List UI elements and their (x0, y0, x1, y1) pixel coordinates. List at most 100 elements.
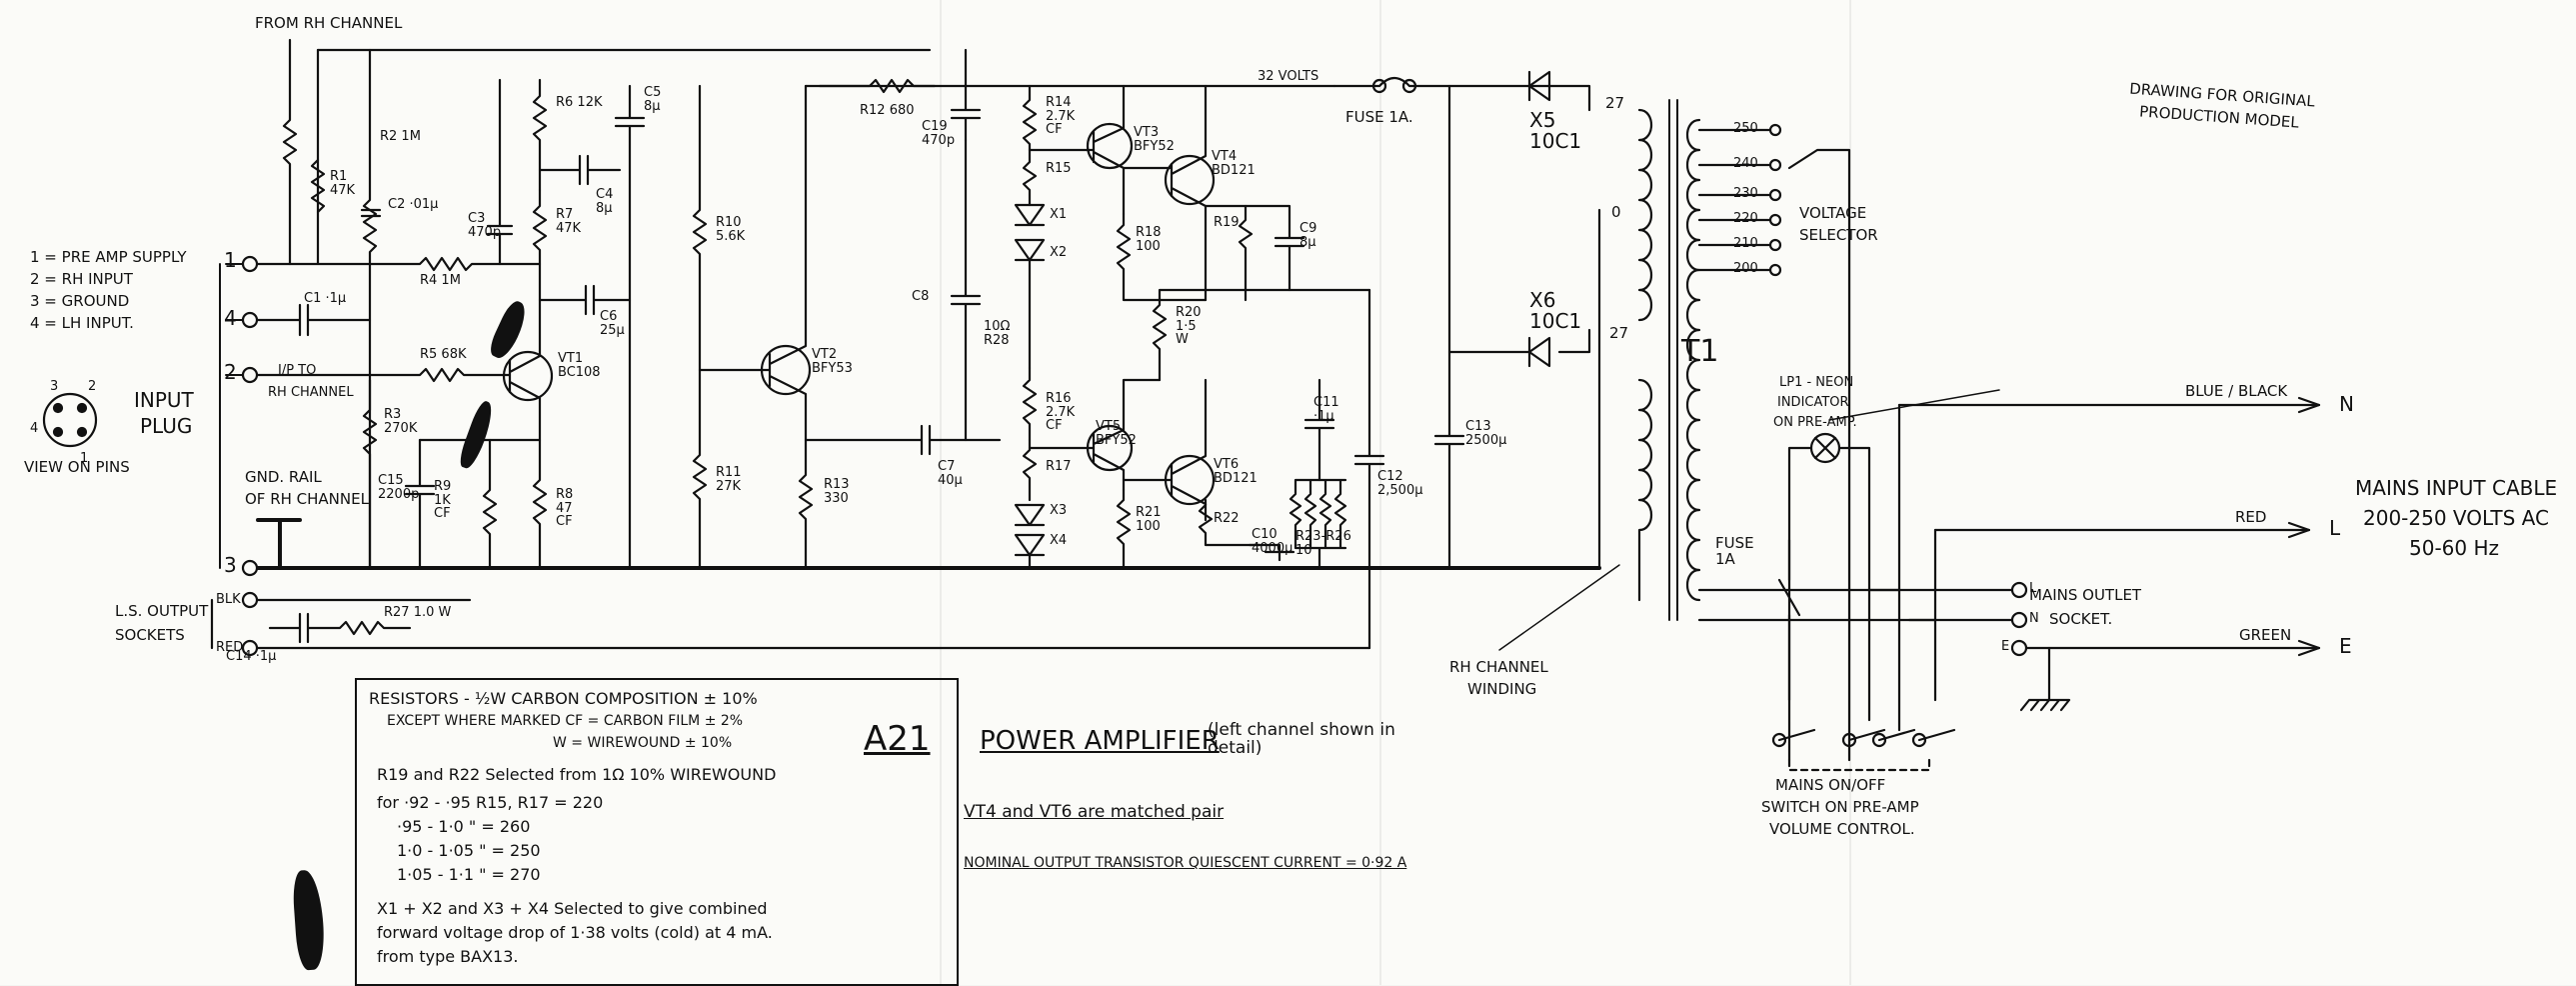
r8-resistor (532, 438, 548, 570)
ip-rh-label: RH CHANNEL (268, 385, 354, 400)
c2-label: C2 ·01μ (388, 197, 439, 212)
c12-label: C12 2,500μ (1377, 469, 1423, 498)
green-wire-label: GREEN (2239, 626, 2292, 644)
c1-capacitor (256, 303, 372, 337)
terminal-3 (241, 559, 259, 577)
x4-diode (1014, 533, 1046, 570)
ls-output-label: SOCKETS (115, 626, 185, 644)
r19-label: R19 (1214, 215, 1240, 230)
voltage-selector-label: SELECTOR (1799, 226, 1878, 244)
notes-line: 1·0 - 1·05 " = 250 (397, 841, 541, 860)
r18-resistor (1116, 212, 1208, 302)
terminal-4 (241, 311, 259, 329)
c8-capacitor (950, 138, 982, 442)
x1-label: X1 (1050, 207, 1068, 222)
terminal-3-label: 3 (224, 553, 237, 577)
r2-label: R2 1M (380, 129, 421, 144)
r23-r26-label: R23-R26 10 (1295, 529, 1351, 558)
r10-resistor (692, 84, 708, 372)
c11-capacitor (1303, 378, 1335, 482)
c3-capacitor (486, 78, 514, 266)
ip-rh-label: I/P TO (278, 363, 317, 378)
blue-black-label: BLUE / BLACK (2185, 382, 2288, 400)
c12-capacitor (1353, 288, 1385, 650)
outlet-e (2010, 639, 2028, 657)
c8-label: C8 (912, 289, 930, 304)
model-title: A21 (864, 719, 931, 759)
r17-label: R17 (1046, 459, 1072, 474)
c14-label: C14 ·1μ (226, 649, 277, 664)
mains-cable-label: 200-250 VOLTS AC (2363, 506, 2549, 530)
terminal-2 (241, 366, 259, 384)
voltage-selector-label: VOLTAGE (1799, 204, 1867, 222)
notes-line: for ·92 - ·95 R15, R17 = 220 (377, 793, 604, 812)
c4-label: C4 8μ (596, 187, 614, 216)
r7-resistor (532, 188, 548, 302)
drawing-subtitle: (left channel shown in detail) (1208, 720, 1395, 758)
c3-label: C3 470p (468, 211, 502, 240)
outlet-e-label: E (2001, 639, 2010, 654)
notes-line: EXCEPT WHERE MARKED CF = CARBON FILM ± 2… (387, 713, 744, 729)
fuse-2 (1777, 538, 1801, 702)
outlet-l (2010, 581, 2028, 599)
notes-line: ·95 - 1·0 " = 260 (397, 817, 531, 836)
tap-0: 0 (1611, 203, 1621, 221)
vt6-symbol (1164, 454, 1216, 506)
rh-secondary (1637, 378, 1653, 602)
notes-line: R19 and R22 Selected from 1Ω 10% WIREWOU… (377, 765, 777, 784)
tap-label: 210 (1733, 236, 1758, 251)
x2-diode (1014, 238, 1046, 370)
r16-label: R16 2.7K CF (1046, 391, 1076, 434)
x2-label: X2 (1050, 245, 1068, 260)
r28-label: 10Ω R28 (984, 319, 1011, 348)
notes-line: X1 + X2 and X3 + X4 Selected to give com… (377, 899, 768, 918)
ls-output-label: L.S. OUTPUT (115, 602, 209, 620)
mains-e (2047, 646, 2321, 702)
supply-line-1 (256, 48, 372, 266)
r20-resistor (1152, 288, 1371, 382)
c10-capacitor (1248, 543, 1295, 562)
notes-line: forward voltage drop of 1·38 volts (cold… (377, 923, 773, 942)
r5-resistor (256, 367, 512, 383)
from-rh-label: FROM RH CHANNEL (255, 14, 403, 32)
matched-pair-note: VT4 and VT6 are matched pair (964, 802, 1225, 822)
tap-27: 27 (1609, 324, 1629, 342)
x6-diode (1527, 336, 1551, 368)
x1-diode (1014, 203, 1046, 227)
c7-label: C7 40μ (938, 459, 963, 488)
rh-winding-label: WINDING (1467, 680, 1537, 698)
terminal-4-label: 4 (224, 306, 237, 330)
from-rh-lead (282, 38, 298, 266)
c19-label: C19 470p (922, 119, 956, 148)
plug-pin: 3 (50, 379, 59, 394)
r13-resistor (798, 438, 814, 570)
mains-cable-label: MAINS INPUT CABLE (2355, 476, 2558, 500)
vt4-symbol (1164, 154, 1216, 206)
r22-label: R22 (1214, 511, 1240, 526)
notes-line: from type BAX13. (377, 947, 519, 966)
c6-label: C6 25μ (600, 309, 625, 338)
plug-pin: 4 (30, 421, 39, 436)
voltage-taps (1697, 128, 1771, 272)
c4-capacitor (538, 154, 622, 186)
r17-resistor (1022, 438, 1038, 502)
fuse-2-label: FUSE 1A (1715, 534, 1754, 568)
mains-switch-label: SWITCH ON PRE-AMP (1761, 798, 1919, 816)
r13-label: R13 330 (824, 477, 850, 506)
input-plug-label: PLUG (140, 414, 193, 438)
red-label: RED (216, 640, 244, 655)
r14-resistor (1022, 84, 1038, 152)
blk-label: BLK (216, 592, 241, 607)
r21-resistor (1116, 488, 1132, 570)
r18-label: R18 100 (1136, 225, 1162, 254)
vt6-label: VT6 BD121 (1214, 457, 1258, 486)
r9-label: R9 1K CF (434, 479, 452, 522)
plug-pin: 1 (80, 451, 89, 466)
r5-label: R5 68K (420, 347, 467, 362)
paper-fold (940, 0, 942, 985)
vt1-label: VT1 BC108 (558, 351, 601, 380)
t1-secondary (1637, 108, 1653, 322)
paper-fold (1379, 0, 1381, 985)
notes-line: W = WIREWOUND ± 10% (553, 735, 733, 751)
pin-legend-1: 1 = PRE AMP SUPPLY (30, 248, 187, 266)
